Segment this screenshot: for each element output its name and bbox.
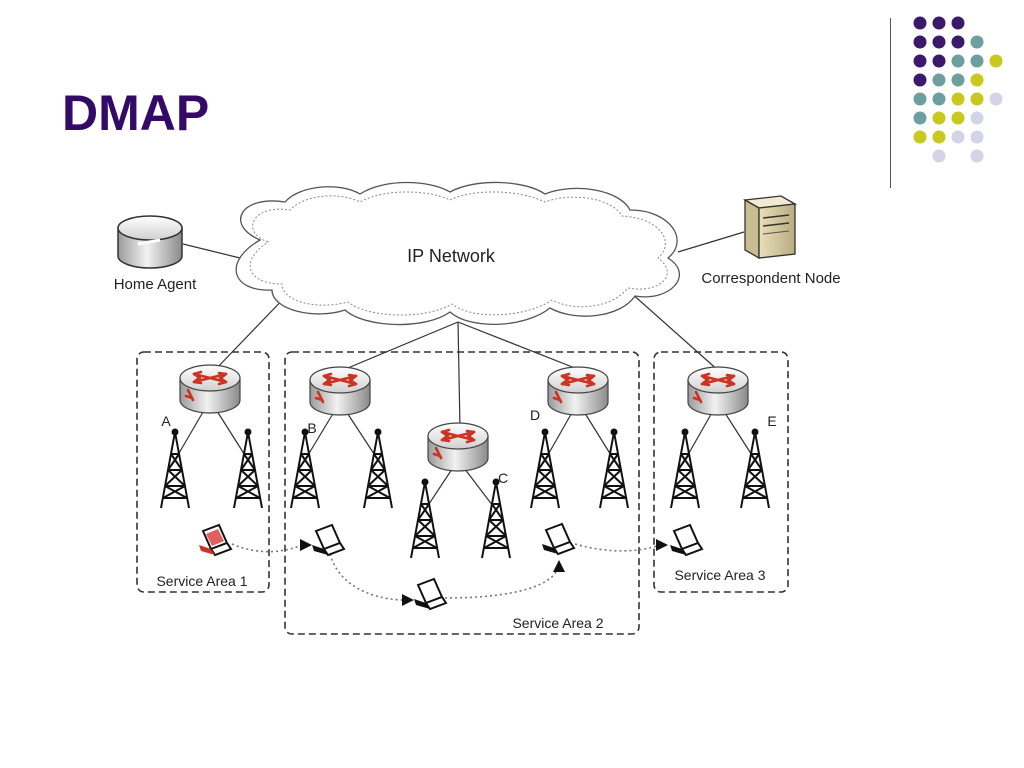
router-a-label: A <box>161 413 171 429</box>
cloud-label: IP Network <box>407 246 496 266</box>
router-c-label: C <box>498 470 508 486</box>
router-b-icon <box>308 365 372 417</box>
tower-icon <box>740 428 770 509</box>
service-area-2-box <box>284 351 640 635</box>
tower-icon <box>233 428 263 509</box>
tower-icon <box>599 428 629 509</box>
service-area-3-label: Service Area 3 <box>674 567 765 583</box>
title-divider <box>890 18 891 188</box>
router-a-icon <box>178 363 242 415</box>
mobile-node-laptop-icon <box>413 578 447 610</box>
router-e-icon <box>686 365 750 417</box>
service-area-2-label: Service Area 2 <box>512 615 603 631</box>
slide-title: DMAP <box>62 85 210 141</box>
mobile-node-laptop-icon <box>311 524 345 556</box>
mobile-node-laptop-icon <box>669 524 703 556</box>
tower-icon <box>160 428 190 509</box>
service-area-1-label: Service Area 1 <box>156 573 247 589</box>
mobile-node-laptop-icon <box>541 523 575 555</box>
tower-icon <box>363 428 393 509</box>
correspondent-node-icon <box>742 195 798 260</box>
correspondent-node-label: Correspondent Node <box>701 270 840 287</box>
mobile-node-laptop-icon <box>199 523 233 557</box>
tower-icon <box>290 428 320 509</box>
tower-icon <box>410 478 440 559</box>
mobility-arrows <box>300 539 668 606</box>
service-area-1-box <box>136 351 270 593</box>
router-c-icon <box>426 421 490 473</box>
service-area-3-box <box>653 351 789 593</box>
mobility-path <box>231 543 661 601</box>
tower-icon <box>530 428 560 509</box>
router-d-icon <box>546 365 610 417</box>
home-agent-label: Home Agent <box>114 276 197 293</box>
router-d-label: D <box>530 407 540 423</box>
ip-network-cloud: IP Network <box>235 181 680 326</box>
router-e-label: E <box>767 413 776 429</box>
home-agent-icon <box>117 215 183 269</box>
tower-icon <box>670 428 700 509</box>
router-b-label: B <box>307 420 316 436</box>
tower-icon <box>481 478 511 559</box>
